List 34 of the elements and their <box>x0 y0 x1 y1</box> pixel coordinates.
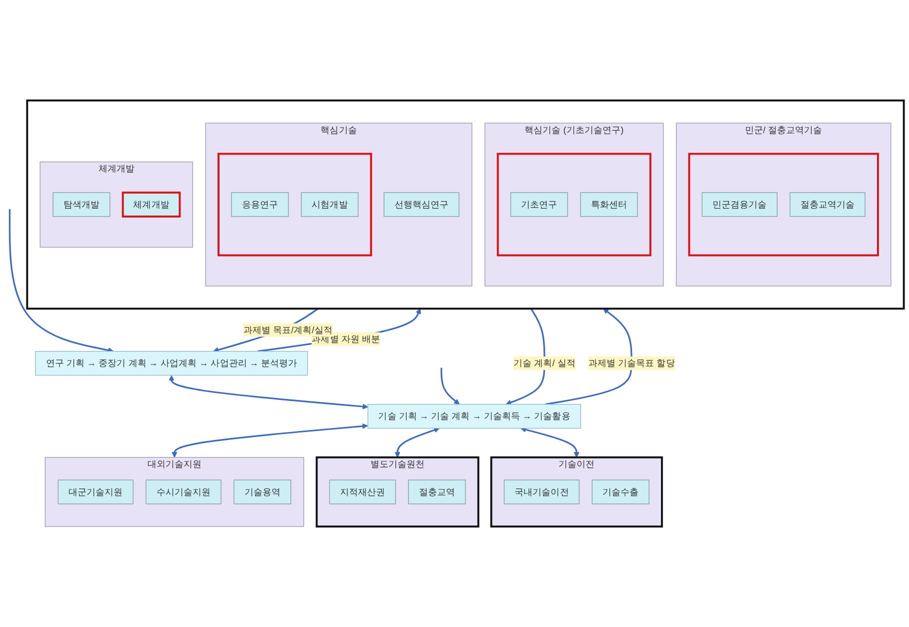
node-box: 지적재산권 <box>329 480 396 504</box>
edge-label: 과제별 목표/계획/실적 <box>243 324 332 335</box>
arrow <box>172 423 368 458</box>
node-box: 응용연구 <box>231 192 289 217</box>
node-box: 시험개발 <box>300 192 358 217</box>
node-box: 수시기술지원 <box>146 480 222 504</box>
node-box: 체계개발 <box>122 192 181 218</box>
arrow <box>440 368 460 405</box>
node-box: 특화센터 <box>580 192 638 217</box>
node-box: 절충교역기술 <box>790 192 866 217</box>
node-box: 연구 기획 → 중장기 계획 → 사업계획 → 사업관리 → 분석평가 <box>35 351 308 376</box>
arrow <box>168 375 368 410</box>
node-box: 기술용역 <box>234 480 292 504</box>
cluster <box>218 152 372 256</box>
node-box: 기술 기획 → 기술 계획 → 기술획득 → 기술활용 <box>368 404 581 429</box>
cluster <box>496 152 652 256</box>
node-box: 선행핵심연구 <box>384 192 460 217</box>
node-box: 대군기술지원 <box>58 480 134 504</box>
node-box: 민군겸용기술 <box>702 192 778 217</box>
node-box: 탐색개발 <box>52 192 110 217</box>
cluster <box>688 152 879 256</box>
node-box: 기술수출 <box>592 480 650 504</box>
edge-label: 기술 계획/ 실적 <box>514 358 576 368</box>
arrow <box>520 426 580 458</box>
node-box: 절충교역 <box>408 480 466 504</box>
node-box: 기초연구 <box>510 192 568 217</box>
arrow <box>394 427 440 458</box>
arrow <box>257 308 421 352</box>
arrow <box>506 308 546 406</box>
arrow <box>545 308 632 406</box>
node-box: 국내기술이전 <box>504 480 580 504</box>
arrow <box>8 209 114 354</box>
cluster <box>26 100 905 310</box>
edge-label: 과제별 기술목표 할당 <box>588 358 675 368</box>
